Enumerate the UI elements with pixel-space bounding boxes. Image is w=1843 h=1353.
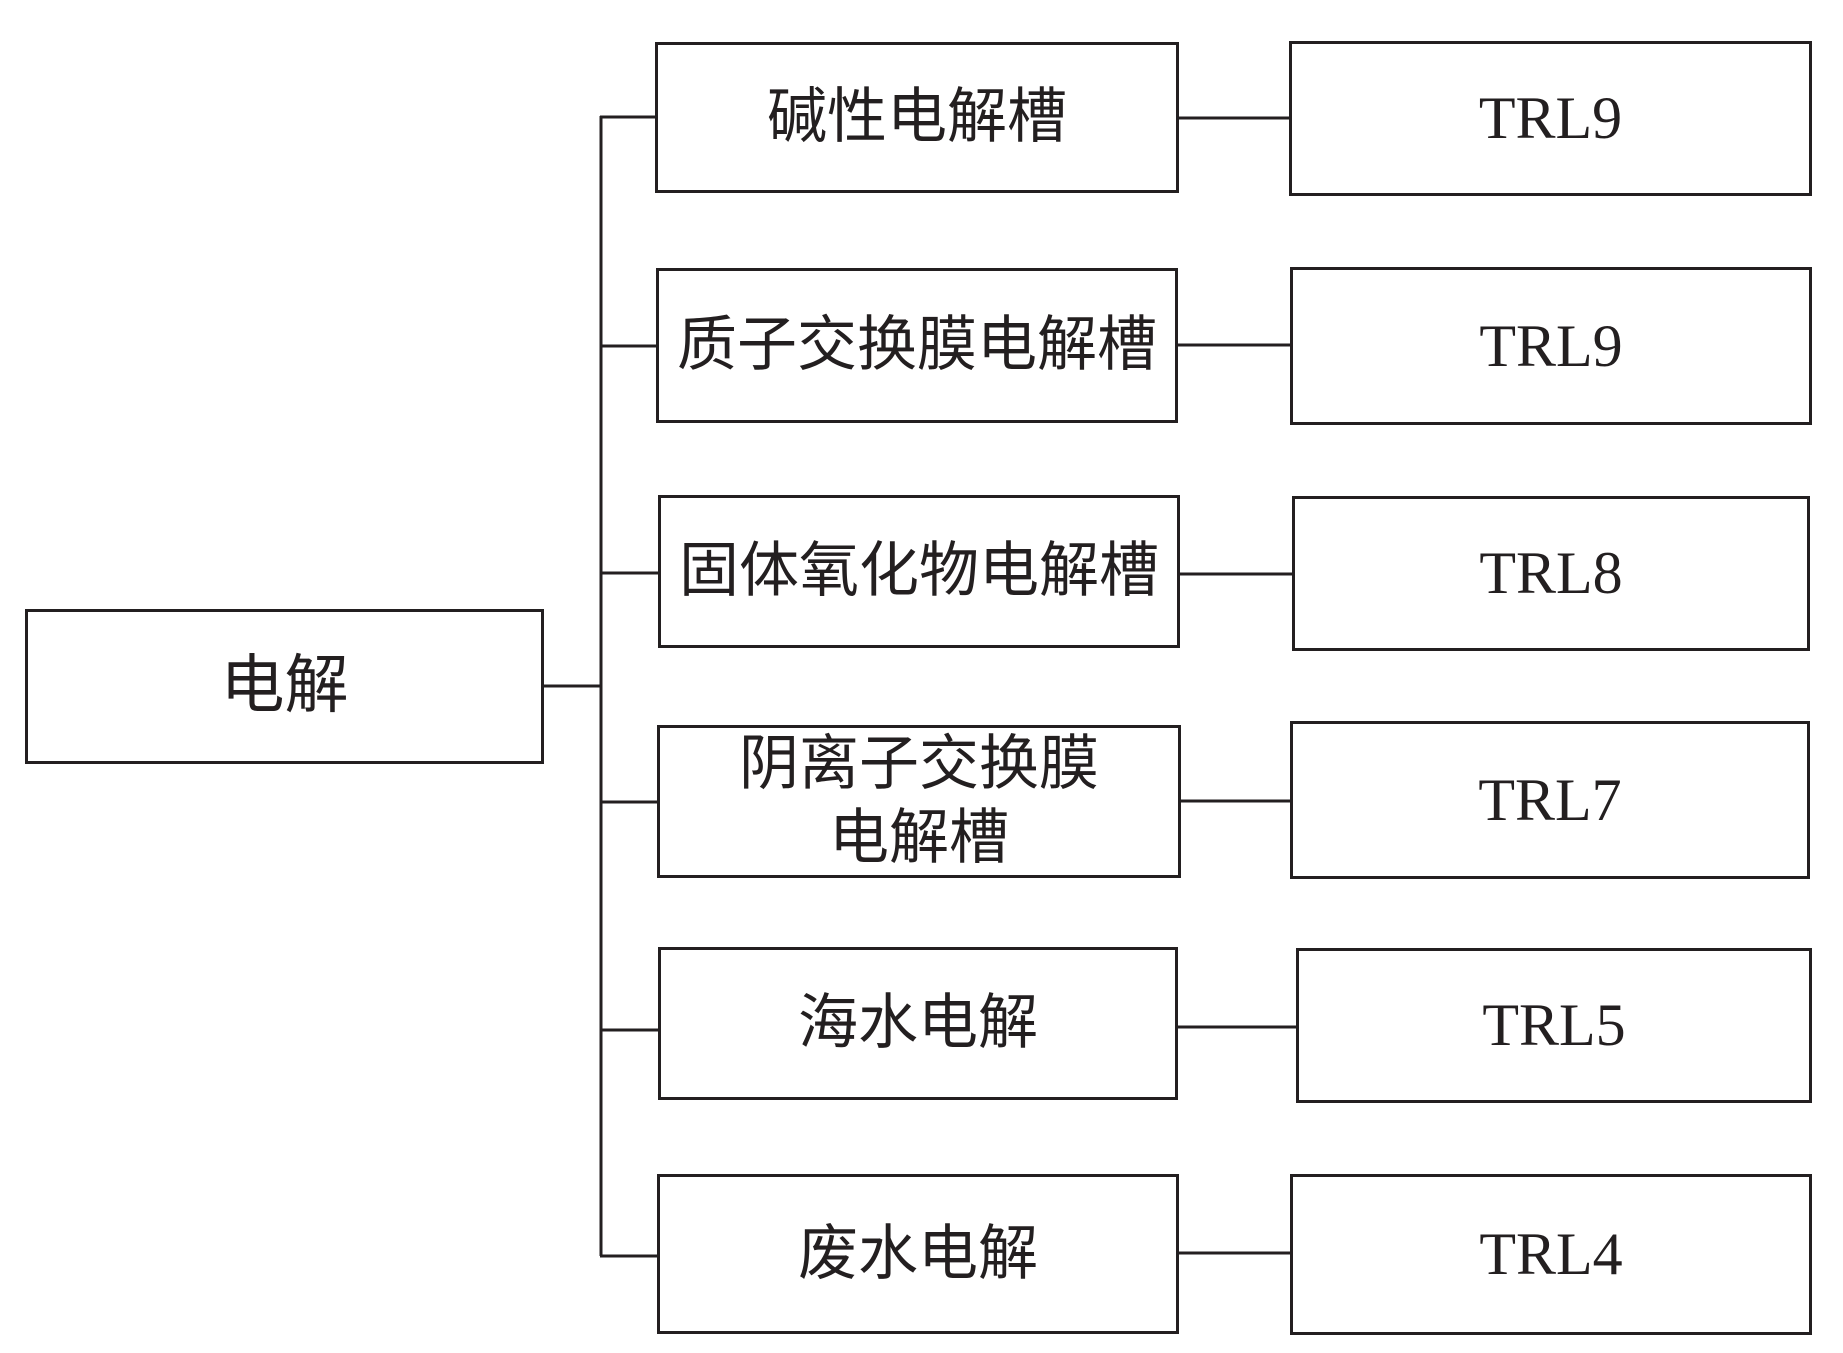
trl-node-label: TRL8 xyxy=(1479,540,1623,607)
trl-node-label: TRL7 xyxy=(1478,766,1622,833)
trl-node-label: TRL4 xyxy=(1479,1221,1623,1288)
trl-node: TRL5 xyxy=(1296,948,1812,1103)
method-node-pem-electrolyzer: 质子交换膜电解槽 xyxy=(656,268,1178,423)
method-node-label-line-1: 阴离子交换膜 xyxy=(739,729,1099,800)
trl-node: TRL9 xyxy=(1289,41,1812,196)
trl-node: TRL7 xyxy=(1290,721,1810,879)
root-node-label: 电解 xyxy=(220,648,349,723)
method-node-wastewater-electrolysis: 废水电解 xyxy=(657,1174,1179,1334)
method-node-alkaline-electrolyzer: 碱性电解槽 xyxy=(655,42,1179,193)
method-node-label: 固体氧化物电解槽 xyxy=(679,536,1159,607)
trl-node-label: TRL9 xyxy=(1478,85,1623,152)
method-node-label-line-2: 电解槽 xyxy=(829,802,1009,873)
method-node-label: 海水电解 xyxy=(798,988,1038,1059)
trl-node: TRL8 xyxy=(1292,496,1810,651)
method-node-seawater-electrolysis: 海水电解 xyxy=(658,947,1178,1100)
root-node-electrolysis: 电解 xyxy=(25,609,544,764)
trl-node: TRL9 xyxy=(1290,267,1812,425)
method-node-label: 质子交换膜电解槽 xyxy=(677,310,1157,381)
trl-node-label: TRL9 xyxy=(1479,312,1623,379)
method-node-anion-exchange-membrane-electrolyzer: 阴离子交换膜 电解槽 xyxy=(657,725,1181,878)
method-node-label: 废水电解 xyxy=(798,1218,1038,1289)
method-node-label: 碱性电解槽 xyxy=(767,82,1067,153)
method-node-solid-oxide-electrolyzer: 固体氧化物电解槽 xyxy=(658,495,1180,648)
trl-node-label: TRL5 xyxy=(1482,992,1626,1059)
method-node-label: 阴离子交换膜 电解槽 xyxy=(739,728,1099,874)
trl-node: TRL4 xyxy=(1290,1174,1812,1335)
